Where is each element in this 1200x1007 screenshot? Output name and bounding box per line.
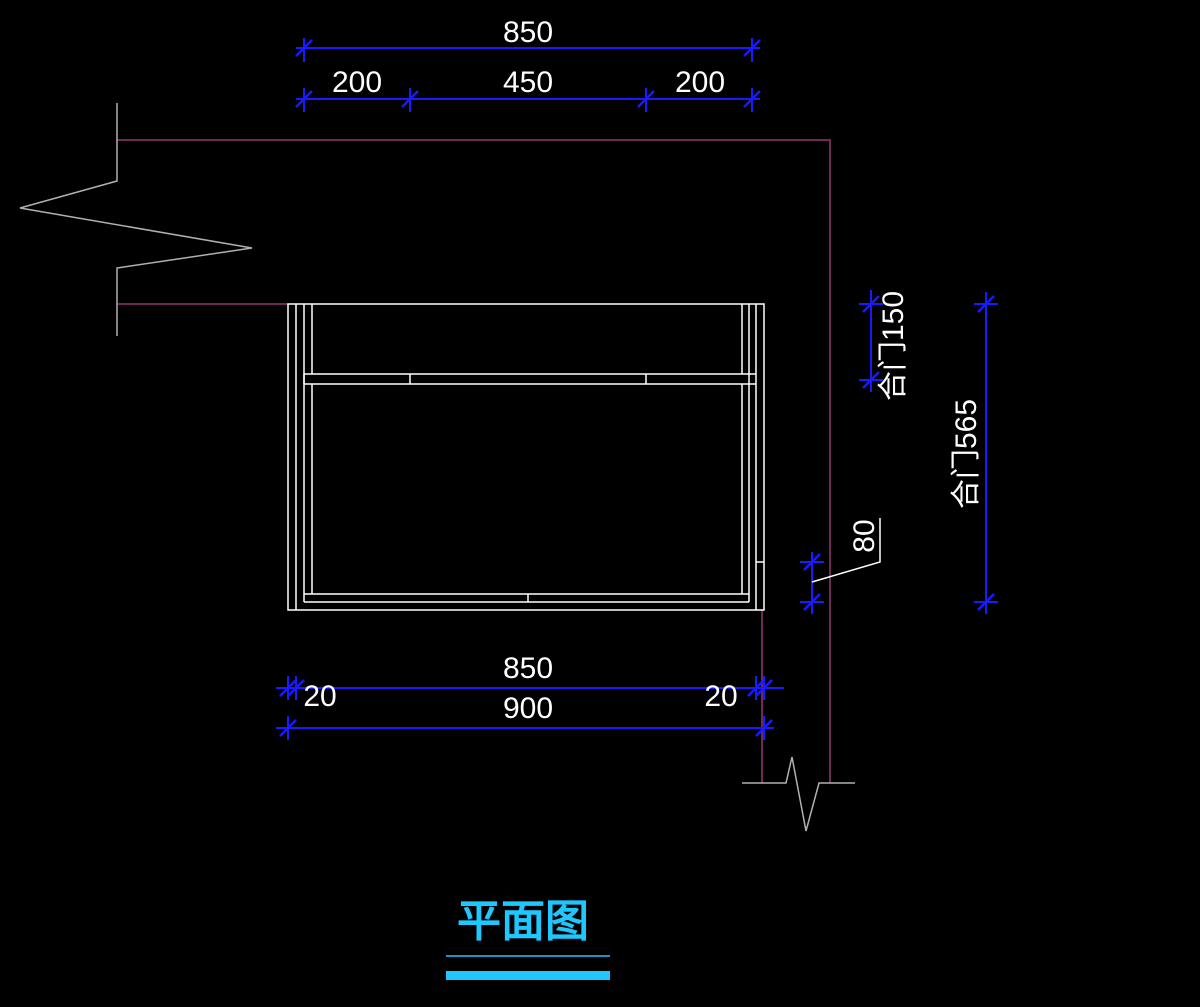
- bottom-right-offset-dim: 20: [704, 680, 737, 713]
- top-segment-left-dim: 200: [332, 66, 382, 99]
- leader-line-80: [811, 518, 881, 583]
- dimension-ticks: [279, 39, 995, 737]
- top-overall-dim: 850: [503, 16, 553, 49]
- top-segment-right-dim: 200: [675, 66, 725, 99]
- drawing-title: 平面图: [457, 896, 589, 947]
- break-line-bottom: [742, 756, 855, 832]
- bottom-left-offset-dim: 20: [303, 680, 336, 713]
- wall-outline: [117, 139, 831, 783]
- break-line-left: [19, 103, 253, 336]
- cabinet-plan: [287, 303, 765, 611]
- title-underline-thick: [446, 971, 610, 980]
- bottom-inner-dim: 850: [503, 652, 553, 685]
- top-segment-middle-dim: 450: [503, 66, 553, 99]
- side-small-dim: 80: [848, 519, 881, 552]
- closed-door-total-dim: 合门565: [950, 399, 983, 509]
- bottom-overall-dim: 900: [503, 692, 553, 725]
- closed-door-upper-dim: 合门150: [877, 291, 910, 401]
